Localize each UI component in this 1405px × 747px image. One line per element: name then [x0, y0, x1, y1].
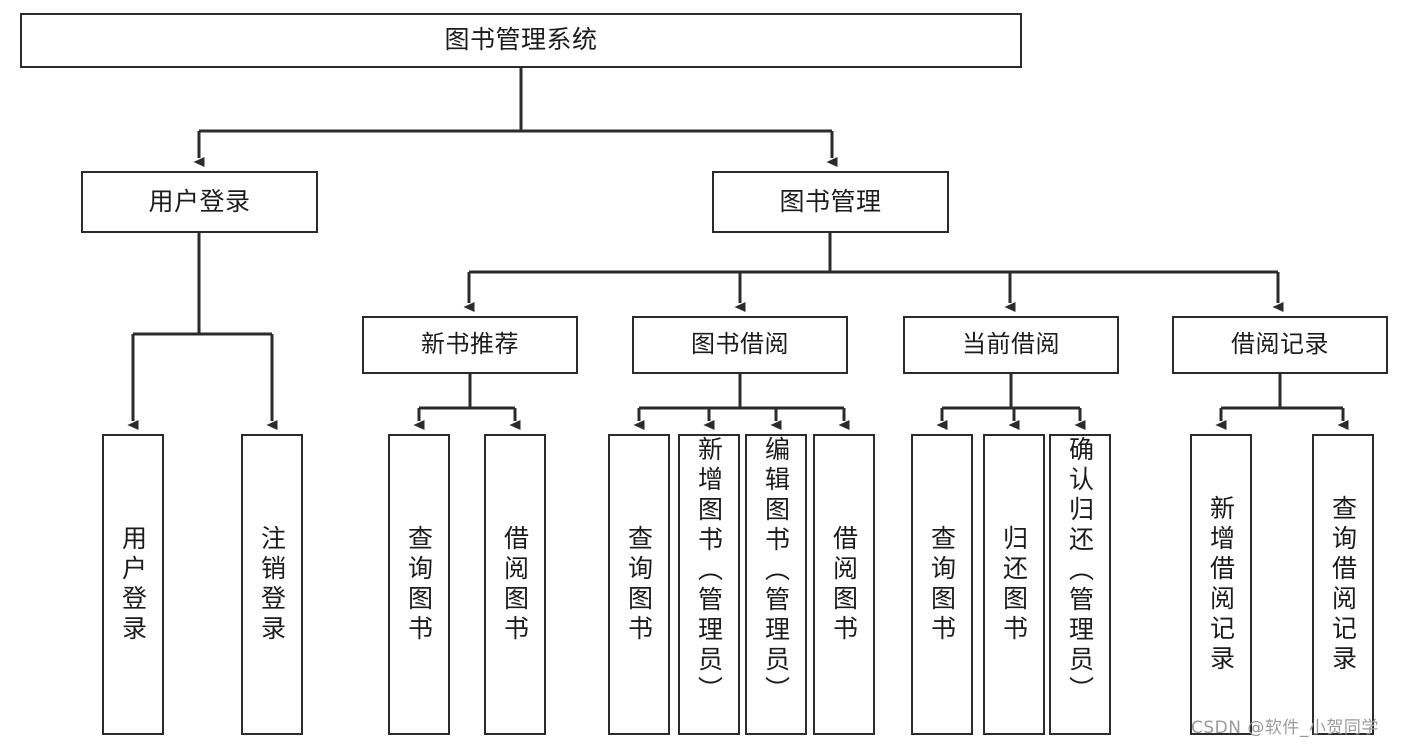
- node-borrowing-record[interactable]: 借阅记录: [1172, 316, 1388, 374]
- node-label: 查询图书: [624, 524, 654, 645]
- node-leaf-add-book-admin[interactable]: 新增图书（管理员）: [678, 434, 740, 735]
- node-label: 归还图书: [999, 524, 1029, 645]
- node-label: 图书借阅: [691, 330, 789, 359]
- node-label: 借阅图书: [500, 524, 530, 645]
- node-label: 查询借阅记录: [1328, 494, 1358, 675]
- node-label: 新增借阅记录: [1206, 494, 1236, 675]
- node-leaf-confirm-return[interactable]: 确认归还（管理员）: [1049, 434, 1111, 735]
- node-current-borrowing[interactable]: 当前借阅: [903, 316, 1119, 374]
- node-label: 确认归还（管理员）: [1065, 436, 1095, 706]
- node-label: 新增图书（管理员）: [694, 436, 724, 706]
- node-label: 新书推荐: [421, 330, 519, 359]
- node-leaf-add-borrow-record[interactable]: 新增借阅记录: [1190, 434, 1252, 735]
- node-leaf-query-book[interactable]: 查询图书: [608, 434, 670, 735]
- node-label: 查询图书: [927, 524, 957, 645]
- node-label: 注销登录: [257, 524, 287, 645]
- node-leaf-query-book-cur[interactable]: 查询图书: [911, 434, 973, 735]
- node-label: 用户登录: [118, 524, 148, 645]
- node-label: 用户登录: [148, 186, 251, 216]
- node-label: 图书管理: [779, 186, 882, 216]
- node-book-management[interactable]: 图书管理: [712, 171, 949, 233]
- node-leaf-borrow-book[interactable]: 借阅图书: [813, 434, 875, 735]
- node-leaf-user-login[interactable]: 用户登录: [102, 434, 164, 735]
- node-label: 编辑图书（管理员）: [761, 436, 791, 706]
- node-label: 借阅记录: [1231, 330, 1329, 359]
- node-leaf-logout-login[interactable]: 注销登录: [241, 434, 303, 735]
- node-leaf-query-borrow-rec[interactable]: 查询借阅记录: [1312, 434, 1374, 735]
- node-user-login[interactable]: 用户登录: [81, 171, 318, 233]
- node-leaf-edit-book-admin[interactable]: 编辑图书（管理员）: [745, 434, 807, 735]
- node-book-borrowing[interactable]: 图书借阅: [632, 316, 848, 374]
- node-book-management-system[interactable]: 图书管理系统: [20, 13, 1022, 68]
- node-new-book-recommendation[interactable]: 新书推荐: [362, 316, 578, 374]
- node-label: 当前借阅: [962, 330, 1060, 359]
- node-label: 查询图书: [404, 524, 434, 645]
- node-label: 图书管理系统: [444, 25, 598, 55]
- node-leaf-return-book[interactable]: 归还图书: [983, 434, 1045, 735]
- node-label: 借阅图书: [829, 524, 859, 645]
- node-leaf-borrow-book-rec[interactable]: 借阅图书: [484, 434, 546, 735]
- watermark: CSDN @软件_小贺同学: [1191, 718, 1379, 738]
- node-leaf-query-book-rec[interactable]: 查询图书: [388, 434, 450, 735]
